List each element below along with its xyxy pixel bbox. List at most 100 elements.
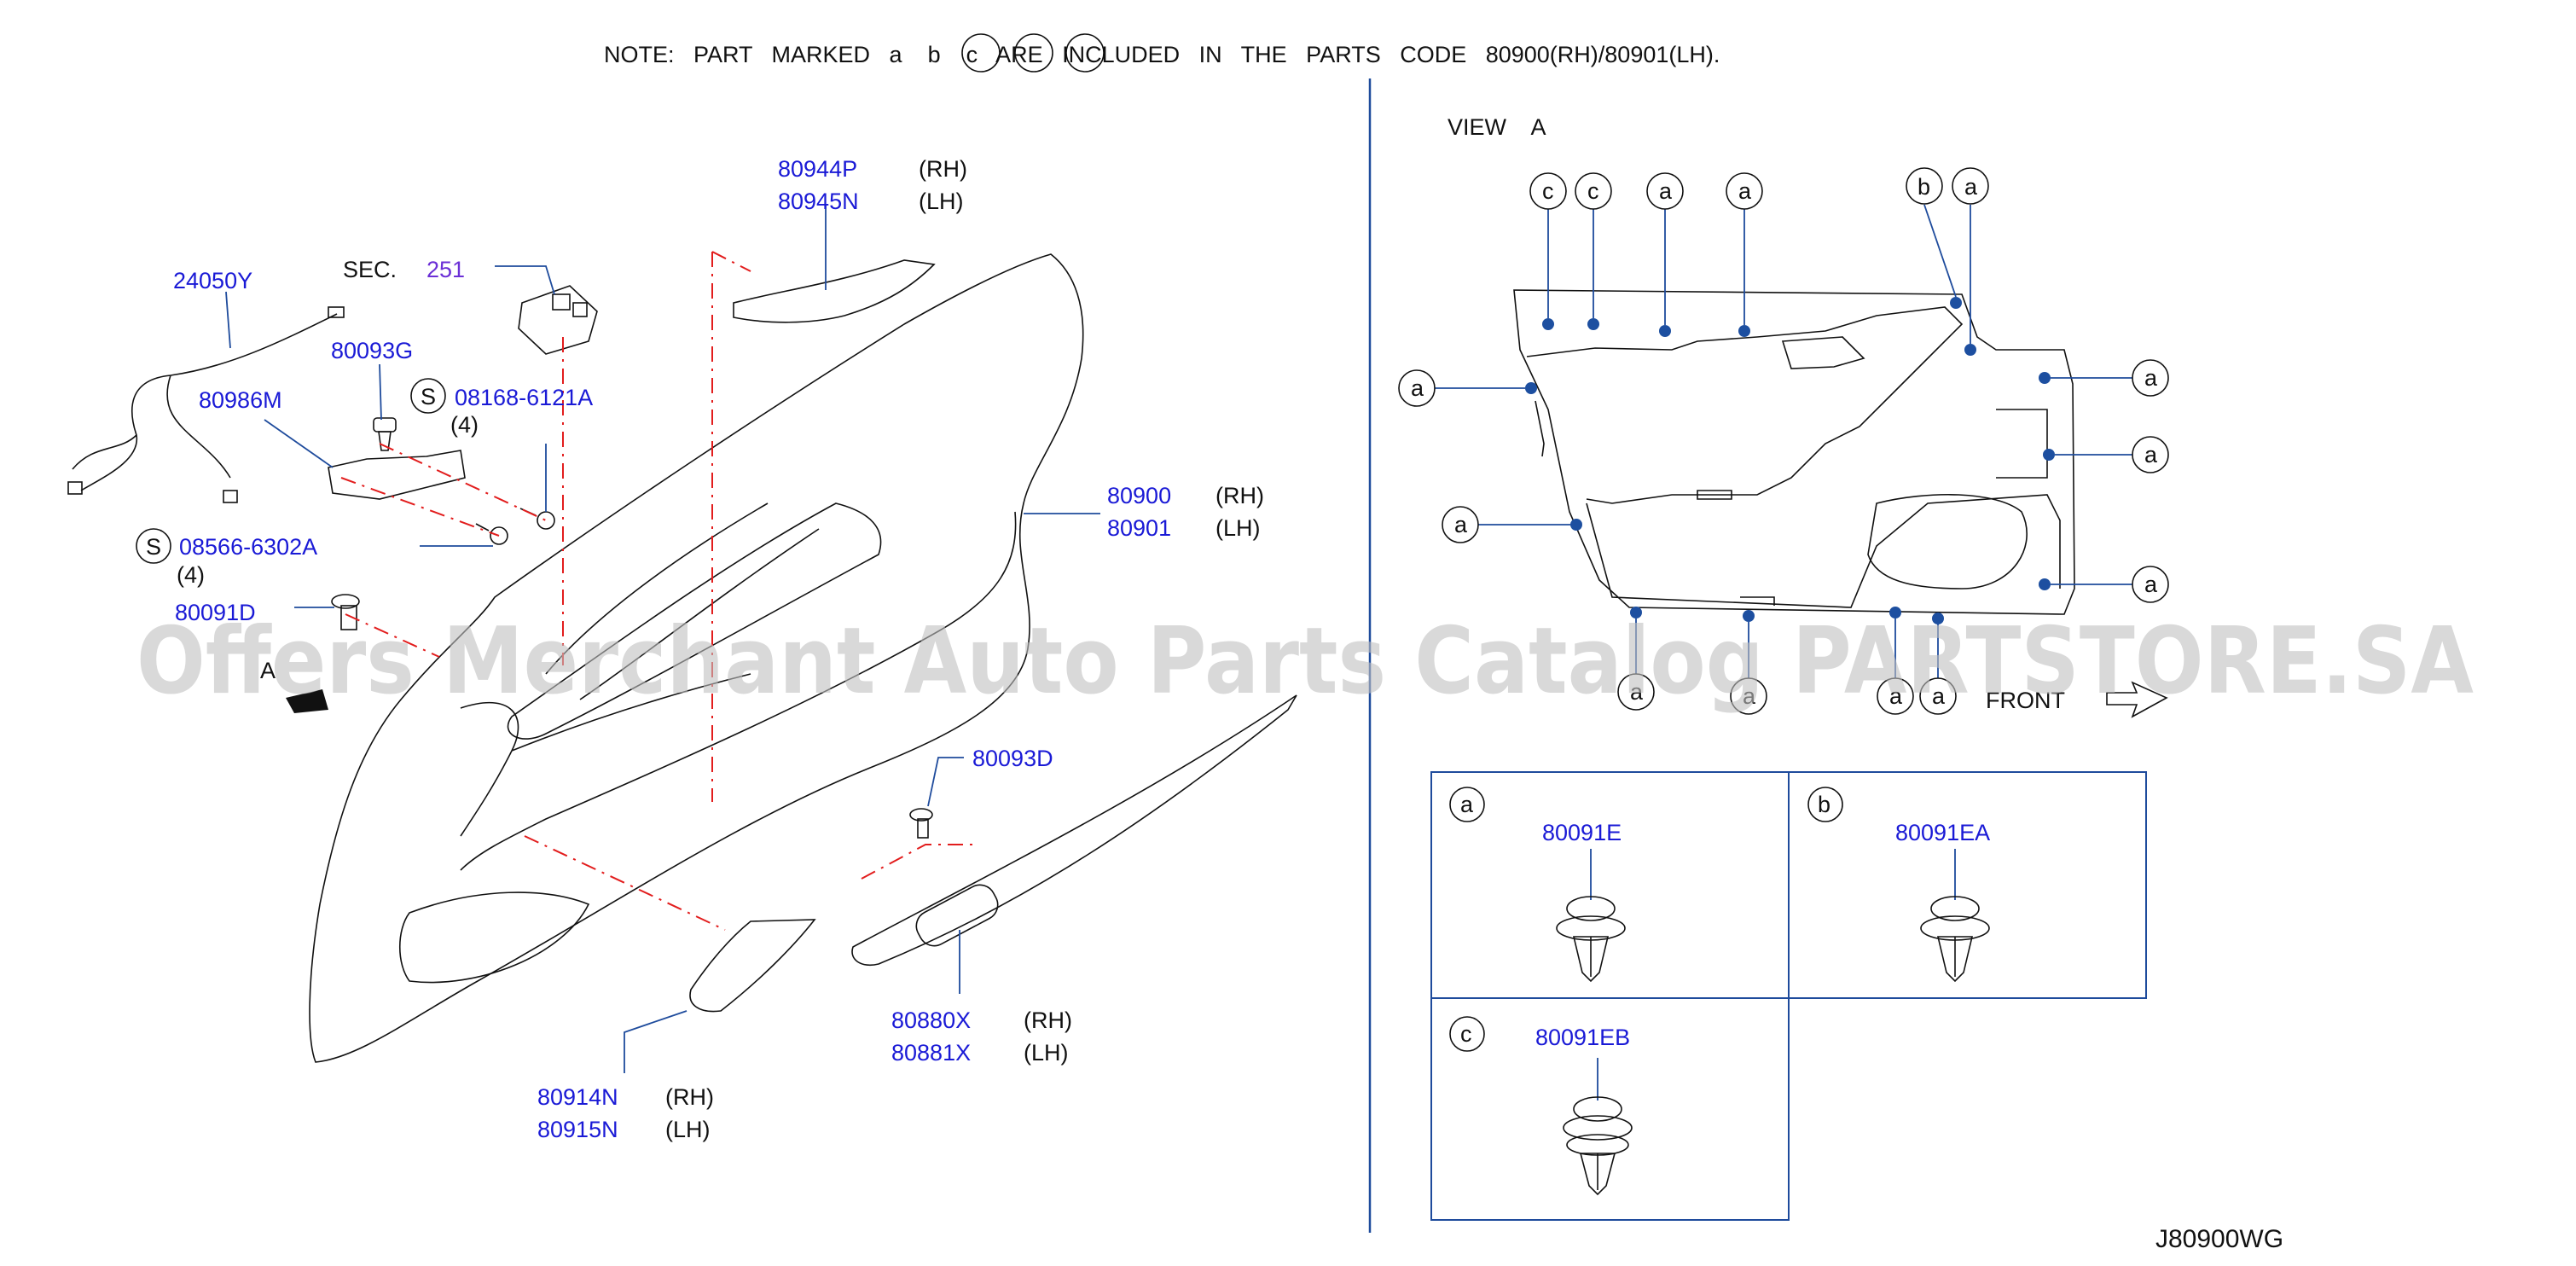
label-80093G: 80093G <box>331 338 413 363</box>
centerline-8 <box>861 844 972 880</box>
leader-80093D <box>927 757 964 807</box>
label-08168-qty: (4) <box>450 412 479 438</box>
door-trim-inner-edge <box>460 511 1017 871</box>
handle-escutcheon <box>851 694 1297 966</box>
screw-symbol-08168-letter: S <box>421 384 436 409</box>
pull-handle-bracket <box>328 450 466 500</box>
view-a-leaders <box>1435 204 2132 678</box>
label-80881X: 80881X <box>891 1040 971 1066</box>
centerline-7 <box>524 835 726 931</box>
clip-table-part-b: 80091EA <box>1895 820 1990 845</box>
svg-text:a: a <box>1454 512 1468 537</box>
leader-80914N <box>624 1010 688 1073</box>
label-80915N-side: (LH) <box>665 1117 711 1142</box>
label-80093D: 80093D <box>972 746 1053 771</box>
label-sec: SEC. <box>343 257 397 282</box>
clip-80091E-icon <box>1556 896 1626 983</box>
label-80944P: 80944P <box>778 156 857 182</box>
label-80945N: 80945N <box>778 189 859 214</box>
drawing-code: J80900WG <box>2155 1225 2283 1253</box>
clip-80093D <box>909 808 933 839</box>
svg-text:a: a <box>1738 178 1752 204</box>
leader-24050Y <box>225 291 231 349</box>
note-text: NOTE: PART MARKED a b c ARE INCLUDED IN … <box>604 42 1720 67</box>
door-trim-assembly: A <box>67 251 1297 1063</box>
harness-connector-3 <box>223 490 238 503</box>
harness-connector-2 <box>67 481 83 495</box>
label-80900-side: (RH) <box>1215 483 1264 508</box>
leader-sec251 <box>495 265 555 295</box>
watermark-text: Offers Merchant Auto Parts Catalog PARTS… <box>136 608 2474 715</box>
door-trim-panel <box>309 253 1084 1063</box>
front-arrow-icon <box>2106 681 2168 718</box>
label-80880X-side: (RH) <box>1024 1008 1072 1033</box>
svg-text:a: a <box>1411 375 1424 401</box>
view-a-dots <box>1525 297 2055 624</box>
power-window-switch <box>518 285 598 355</box>
note-circle-b <box>1065 33 1105 73</box>
label-80880X: 80880X <box>891 1008 971 1033</box>
label-80944P-side: (RH) <box>919 156 967 182</box>
label-08566-qty: (4) <box>177 562 205 588</box>
centerline-6 <box>345 613 440 658</box>
label-80091D: 80091D <box>175 600 256 625</box>
svg-text:c: c <box>1587 178 1599 204</box>
svg-text:a: a <box>2144 365 2158 391</box>
clip-table-cell-b <box>1788 771 2147 999</box>
label-80900: 80900 <box>1107 483 1171 508</box>
leader-80986M <box>264 419 334 468</box>
screw-symbol-08168 <box>410 378 446 414</box>
label-sec-num: 251 <box>426 257 465 282</box>
door-trim-handle-area <box>460 673 751 837</box>
door-trim-pocket <box>398 891 590 984</box>
clip-table-letter-a: a <box>1460 792 1474 817</box>
view-a-arrow-label: A <box>260 658 276 683</box>
svg-text:a: a <box>2144 442 2158 467</box>
svg-text:a: a <box>1659 178 1673 204</box>
clip-table: a 80091E b 80091EA c 80091EB <box>1430 771 2147 1221</box>
wire-harness <box>72 313 338 491</box>
label-24050Y: 24050Y <box>173 268 252 293</box>
note-circle-a <box>1014 33 1053 73</box>
door-trim-armrest <box>507 502 882 740</box>
view-a-markers: c c a a b a a a a a a a a a a <box>1398 167 2169 715</box>
label-80881X-side: (LH) <box>1024 1040 1069 1066</box>
view-a-title: VIEW A <box>1448 114 1546 140</box>
centerline-2 <box>711 251 751 272</box>
clip-table-letter-c: c <box>1460 1021 1472 1047</box>
svg-text:b: b <box>1917 174 1930 200</box>
clip-80091D <box>331 594 360 630</box>
label-80914N-side: (RH) <box>665 1084 714 1110</box>
view-a-arrow <box>286 689 328 713</box>
harness-connector-1 <box>328 306 345 318</box>
clip-table-part-c: 80091EB <box>1535 1025 1630 1050</box>
svg-text:c: c <box>1542 178 1554 204</box>
svg-text:a: a <box>1743 683 1756 709</box>
label-80901: 80901 <box>1107 515 1171 541</box>
screw-symbol-08566 <box>136 528 171 564</box>
clip-table-cell-c <box>1430 997 1790 1221</box>
clip-table-cell-a <box>1430 771 1790 999</box>
centerline-5 <box>340 477 500 537</box>
svg-text:a: a <box>2144 572 2158 597</box>
svg-text:a: a <box>1932 683 1946 709</box>
upper-finisher <box>733 259 936 323</box>
door-trim-switch-recess <box>545 502 820 700</box>
view-a-door-back <box>1513 289 2075 615</box>
front-label: FRONT <box>1986 688 2065 713</box>
svg-text:a: a <box>1964 174 1978 200</box>
note-circle-c <box>961 33 1001 73</box>
label-80914N: 80914N <box>537 1084 618 1110</box>
clip-table-letter-b: b <box>1818 792 1830 817</box>
label-80986M: 80986M <box>199 387 282 413</box>
clip-80091EB-icon <box>1563 1096 1633 1196</box>
leader-80093G <box>379 363 382 421</box>
screw-08566 <box>475 523 508 545</box>
handle-escutcheon-cup <box>915 884 999 947</box>
label-80915N: 80915N <box>537 1117 618 1142</box>
clip-table-part-a: 80091E <box>1542 820 1622 845</box>
svg-text:a: a <box>1889 683 1903 709</box>
clip-80091EA-icon <box>1920 896 1990 983</box>
svg-text:a: a <box>1630 679 1644 705</box>
